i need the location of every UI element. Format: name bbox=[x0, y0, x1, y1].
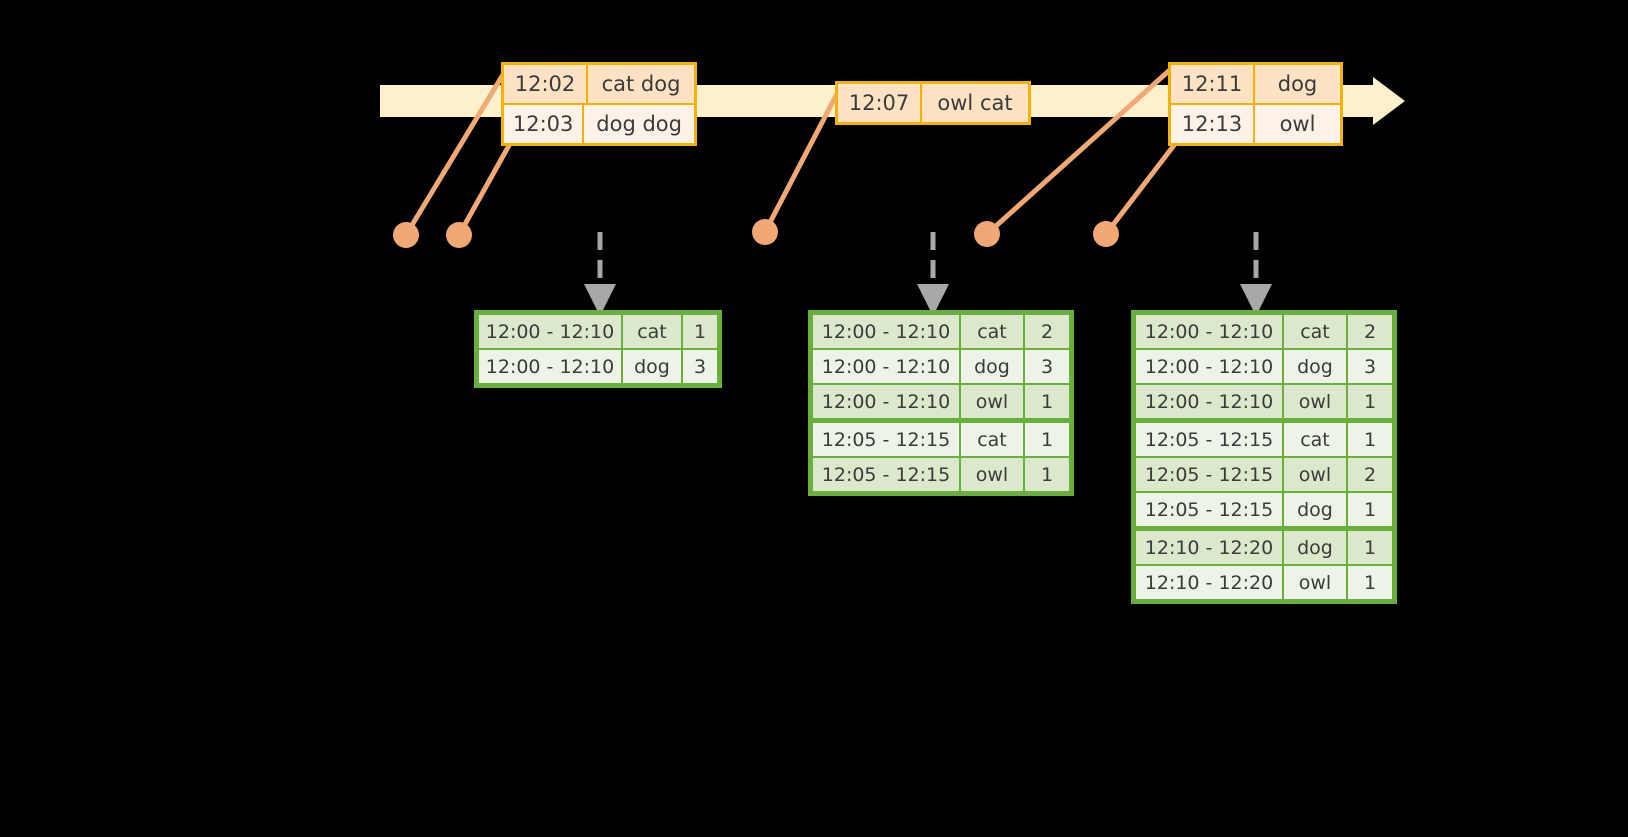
cell-count: 1 bbox=[1025, 423, 1069, 456]
cell-count: 1 bbox=[1348, 385, 1392, 418]
cell-word: dog bbox=[961, 350, 1023, 383]
event-row: 12:13 owl bbox=[1171, 103, 1340, 143]
event-time: 12:03 bbox=[504, 105, 585, 143]
cell-word: cat bbox=[1284, 315, 1346, 348]
event-words: owl bbox=[1279, 112, 1316, 136]
timeline-arrow-icon bbox=[1373, 77, 1405, 125]
cell-window: 12:00 - 12:10 bbox=[1136, 385, 1282, 418]
cell-word: owl bbox=[961, 458, 1023, 491]
cell-word: cat bbox=[1284, 423, 1346, 456]
cell-window: 12:05 - 12:15 bbox=[1136, 458, 1282, 491]
cell-count: 1 bbox=[1348, 531, 1392, 564]
cell-word: dog bbox=[623, 350, 681, 383]
cell-count: 1 bbox=[1025, 385, 1069, 418]
cell-window: 12:00 - 12:10 bbox=[479, 315, 621, 348]
connector-dot-3 bbox=[752, 219, 778, 245]
cell-window: 12:00 - 12:10 bbox=[1136, 350, 1282, 383]
event-box-2[interactable]: 12:07 owl cat bbox=[835, 81, 1031, 125]
connector-dot-1 bbox=[393, 222, 419, 248]
cell-count: 2 bbox=[1025, 315, 1069, 348]
cell-count: 1 bbox=[1348, 423, 1392, 456]
cell-window: 12:00 - 12:10 bbox=[813, 315, 959, 348]
cell-window: 12:05 - 12:15 bbox=[813, 458, 959, 491]
cell-count: 3 bbox=[1348, 350, 1392, 383]
cell-word: owl bbox=[1284, 458, 1346, 491]
connector-dot-2 bbox=[446, 222, 472, 248]
connector-line-5 bbox=[1103, 137, 1181, 237]
cell-count: 2 bbox=[1348, 315, 1392, 348]
event-words: cat dog bbox=[601, 72, 681, 96]
cell-window: 12:00 - 12:10 bbox=[813, 350, 959, 383]
cell-count: 2 bbox=[1348, 458, 1392, 491]
event-row: 12:07 owl cat bbox=[838, 84, 1028, 122]
cell-count: 1 bbox=[683, 315, 717, 348]
cell-word: cat bbox=[961, 315, 1023, 348]
event-words: dog dog bbox=[596, 112, 682, 136]
event-row: 12:03 dog dog bbox=[504, 103, 694, 143]
connector-dot-4 bbox=[974, 221, 1000, 247]
cell-window: 12:00 - 12:10 bbox=[1136, 315, 1282, 348]
cell-word: cat bbox=[623, 315, 681, 348]
cell-window: 12:10 - 12:20 bbox=[1136, 566, 1282, 599]
cell-word: dog bbox=[1284, 531, 1346, 564]
cell-window: 12:00 - 12:10 bbox=[813, 385, 959, 418]
event-time: 12:02 bbox=[504, 65, 588, 103]
cell-window: 12:00 - 12:10 bbox=[479, 350, 621, 383]
event-box-1[interactable]: 12:02 cat dog 12:03 dog dog bbox=[501, 62, 697, 146]
connector-dot-5 bbox=[1093, 221, 1119, 247]
cell-word: owl bbox=[1284, 566, 1346, 599]
event-time: 12:07 bbox=[838, 84, 922, 122]
event-row: 12:11 dog bbox=[1171, 65, 1340, 103]
event-words: dog bbox=[1277, 72, 1318, 96]
cell-word: owl bbox=[961, 385, 1023, 418]
cell-window: 12:05 - 12:15 bbox=[1136, 423, 1282, 456]
cell-word: dog bbox=[1284, 493, 1346, 526]
cell-count: 1 bbox=[1348, 566, 1392, 599]
cell-window: 12:10 - 12:20 bbox=[1136, 531, 1282, 564]
cell-window: 12:05 - 12:15 bbox=[1136, 493, 1282, 526]
event-words: owl cat bbox=[937, 91, 1013, 115]
cell-count: 3 bbox=[683, 350, 717, 383]
connector-dots bbox=[393, 219, 1119, 248]
cell-word: dog bbox=[1284, 350, 1346, 383]
cell-count: 1 bbox=[1025, 458, 1069, 491]
event-time: 12:11 bbox=[1171, 65, 1255, 103]
event-row: 12:02 cat dog bbox=[504, 65, 694, 103]
cell-word: owl bbox=[1284, 385, 1346, 418]
cell-window: 12:05 - 12:15 bbox=[813, 423, 959, 456]
event-box-3[interactable]: 12:11 dog 12:13 owl bbox=[1168, 62, 1343, 146]
connector-line-2 bbox=[456, 137, 515, 238]
event-time: 12:13 bbox=[1171, 105, 1255, 143]
cell-count: 3 bbox=[1025, 350, 1069, 383]
cell-word: cat bbox=[961, 423, 1023, 456]
emit-arrow-layer bbox=[584, 232, 1273, 317]
cell-count: 1 bbox=[1348, 493, 1392, 526]
